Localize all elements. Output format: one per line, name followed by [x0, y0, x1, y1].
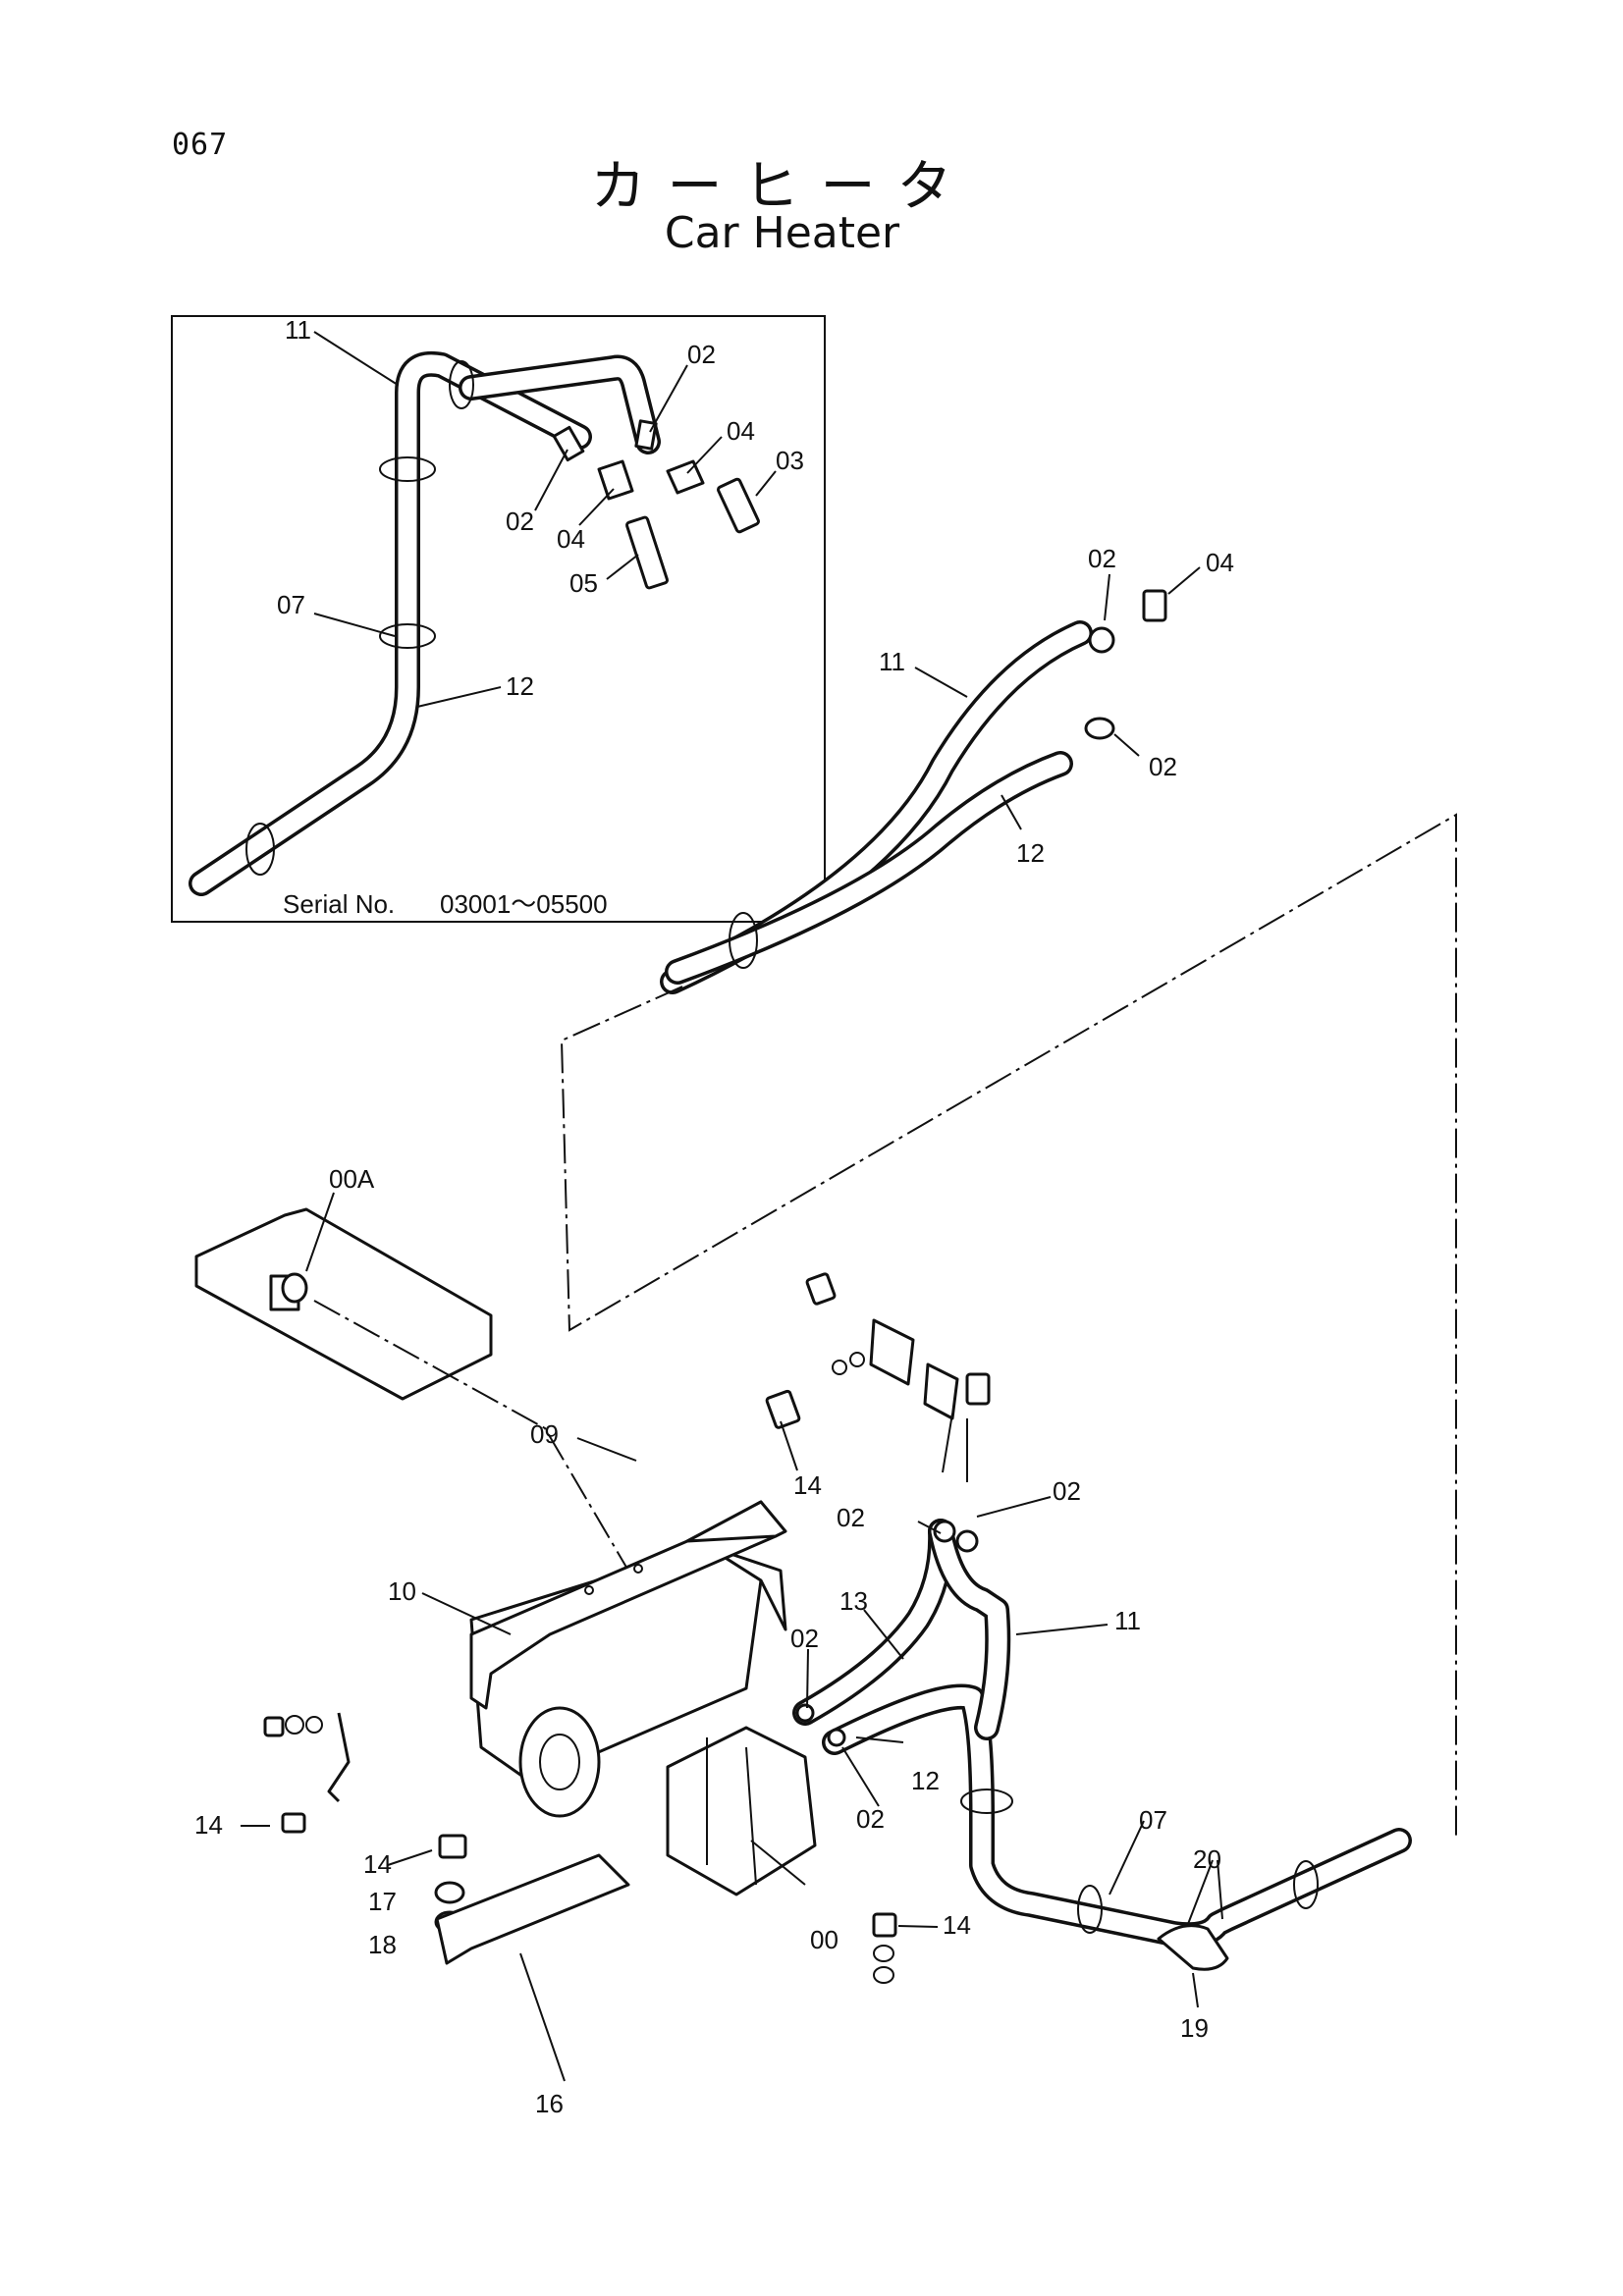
callout-07: 07 [277, 590, 305, 619]
callout-14: 14 [793, 1470, 822, 1500]
callout-11: 11 [879, 647, 905, 676]
callout-16: 16 [535, 2089, 564, 2118]
main-hoses [792, 1519, 1412, 1949]
callout-04: 04 [1206, 548, 1234, 577]
callout-03: 03 [776, 446, 804, 475]
callout-00A: 00A [329, 1164, 375, 1194]
callout-02: 02 [687, 340, 716, 369]
upper-hoses [660, 589, 1167, 994]
defroster-panel [194, 1207, 629, 1572]
callout-13: 13 [839, 1586, 868, 1616]
callout-09: 09 [530, 1419, 559, 1449]
callout-14: 14 [363, 1849, 392, 1879]
callout-02: 02 [1053, 1476, 1081, 1506]
callout-02: 02 [856, 1804, 885, 1834]
callout-14: 14 [194, 1810, 223, 1840]
callout-19: 19 [1180, 2013, 1209, 2043]
title-japanese: カーヒータ [590, 155, 974, 219]
callout-11: 11 [285, 315, 311, 345]
callout-14: 14 [943, 1910, 971, 1940]
callout-02: 02 [506, 507, 534, 536]
heater-cover [469, 1500, 787, 1710]
heater-unit [469, 1544, 817, 1896]
callout-02: 02 [790, 1624, 819, 1653]
callout-04: 04 [727, 416, 755, 446]
callout-04: 04 [557, 524, 585, 554]
inset-fittings [552, 419, 760, 590]
serial-label: Serial No. [283, 889, 395, 919]
serial-range: 03001～05500 [440, 889, 608, 919]
callout-10: 10 [388, 1576, 416, 1606]
water-valve [765, 1272, 991, 1482]
inset-frame [171, 315, 826, 923]
callout-02: 02 [837, 1503, 865, 1532]
callout-05: 05 [569, 568, 598, 598]
callout-12: 12 [506, 671, 534, 701]
callout-12: 12 [1016, 838, 1045, 868]
inset-leaders [313, 331, 777, 708]
page-number: 067 [172, 128, 229, 162]
callout-11: 11 [1114, 1606, 1141, 1635]
inset-labels: 11 02 04 03 02 04 05 07 12 Serial No. 03… [277, 315, 804, 919]
callout-02: 02 [1088, 544, 1116, 573]
callout-20: 20 [1193, 1844, 1221, 1874]
callout-07: 07 [1139, 1805, 1167, 1835]
title-english: Car Heater [664, 208, 900, 258]
callout-02: 02 [1149, 752, 1177, 781]
upper-leaders [914, 566, 1201, 830]
main-leaders [241, 1192, 1223, 2082]
callout-00: 00 [810, 1925, 839, 1954]
callout-12: 12 [911, 1766, 940, 1795]
section-link-lines [560, 813, 1457, 1836]
mount-hardware [263, 1712, 1229, 1984]
upper-labels: 02 04 11 02 12 [879, 544, 1234, 868]
callout-18: 18 [368, 1930, 397, 1959]
inset-hoses [189, 350, 661, 896]
callout-17: 17 [368, 1887, 397, 1916]
main-labels: 00A 09 14 02 02 10 13 11 02 12 02 14 14 … [194, 1164, 1221, 2118]
